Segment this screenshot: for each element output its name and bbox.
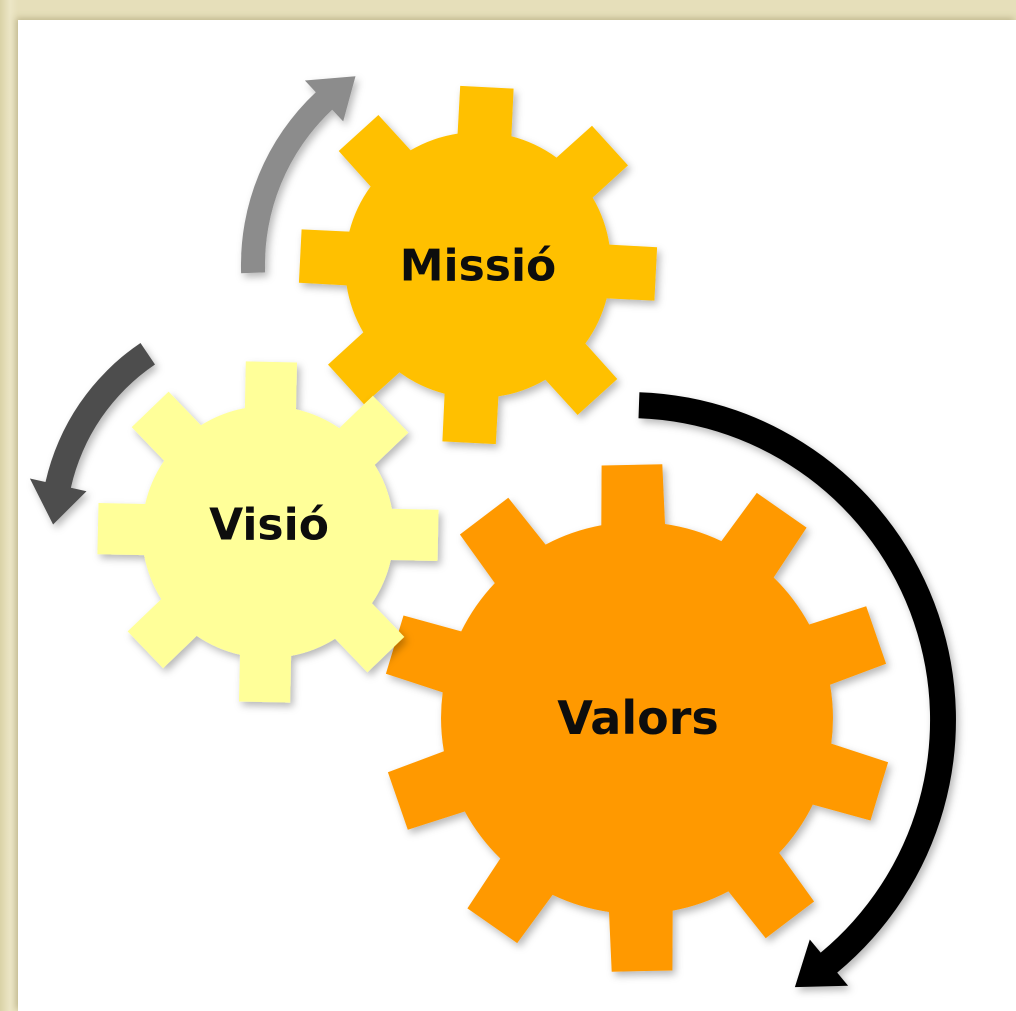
gear-visio-shape	[97, 361, 439, 703]
gear-valors-label: Valors	[557, 691, 719, 745]
gear-valors: Valors	[385, 464, 889, 972]
gear-missio-label: Missió	[400, 241, 557, 292]
gear-missio: Missió	[298, 85, 658, 445]
arrow-left	[29, 343, 155, 525]
arrow-up	[240, 76, 356, 274]
gear-valors-shape	[385, 464, 889, 972]
arrow-right	[638, 392, 956, 988]
gear-missio-shape	[298, 85, 658, 445]
gear-visio-label: Visió	[209, 500, 329, 551]
gear-visio: Visió	[97, 361, 439, 703]
